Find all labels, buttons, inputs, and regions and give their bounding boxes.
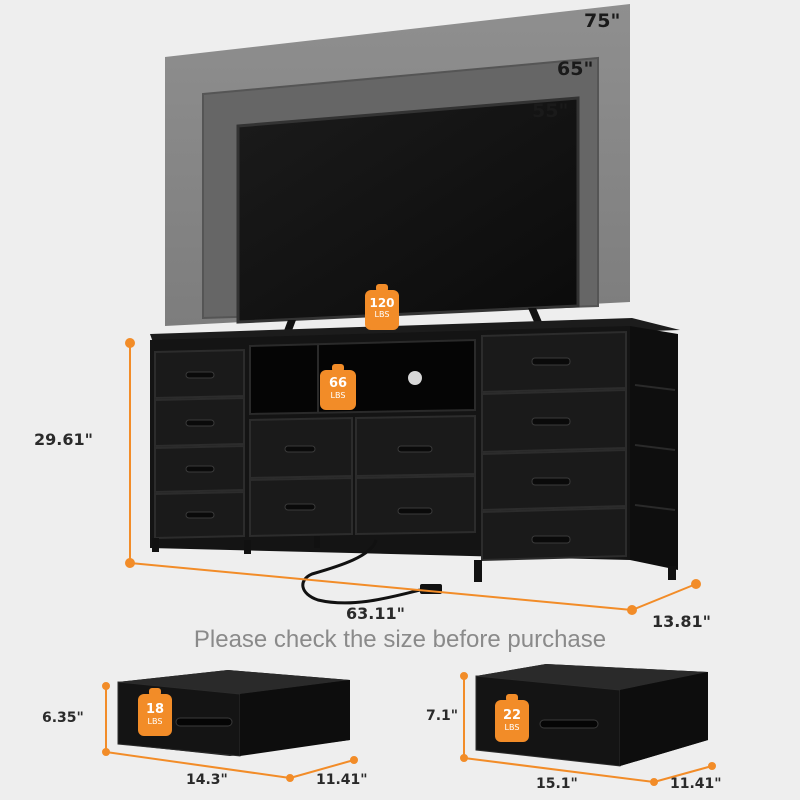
weight-badge-top [365,284,399,330]
weight-top-unit: LBS [374,310,390,319]
large-drawer-height-label: 7.1" [426,708,459,724]
weight-large-drawer-value: 22 [502,708,522,723]
small-drawer-depth-label: 11.41" [316,772,368,788]
weight-small-drawer-unit: LBS [147,717,163,726]
small-drawer-width-label: 14.3" [186,772,228,788]
weight-shelf-unit: LBS [330,391,346,400]
width-label: 63.11" [346,604,405,623]
large-drawer-depth-label: 11.41" [670,776,722,792]
weight-shelf-label: 66 LBS [320,376,356,400]
tv-size-55: 55" [532,100,569,122]
weight-top-label: 120 LBS [365,296,399,319]
weight-badge-shelf [320,364,356,410]
small-drawer-dimensions [102,682,358,782]
tv-55-screen [236,96,580,336]
dresser [150,318,680,605]
weight-badge-small-drawer [138,688,172,736]
weight-top-value: 120 [369,296,395,310]
large-drawer-width-label: 15.1" [536,776,578,792]
weight-large-drawer-label: 22 LBS [495,708,529,732]
dimension-lines [125,338,701,615]
tv-size-75: 75" [584,10,621,32]
depth-label: 13.81" [652,612,711,631]
weight-badge-large-drawer [495,694,529,742]
weight-small-drawer-label: 18 LBS [138,702,172,726]
large-drawer-dimensions [460,672,716,786]
weight-shelf-value: 66 [328,376,348,391]
weight-small-drawer-value: 18 [145,702,165,717]
tv-size-65: 65" [557,58,594,80]
small-drawer-height-label: 6.35" [42,710,84,726]
size-check-note: Please check the size before purchase [193,626,607,653]
weight-large-drawer-unit: LBS [504,723,520,732]
large-drawer [475,664,708,767]
height-label: 29.61" [34,430,93,449]
